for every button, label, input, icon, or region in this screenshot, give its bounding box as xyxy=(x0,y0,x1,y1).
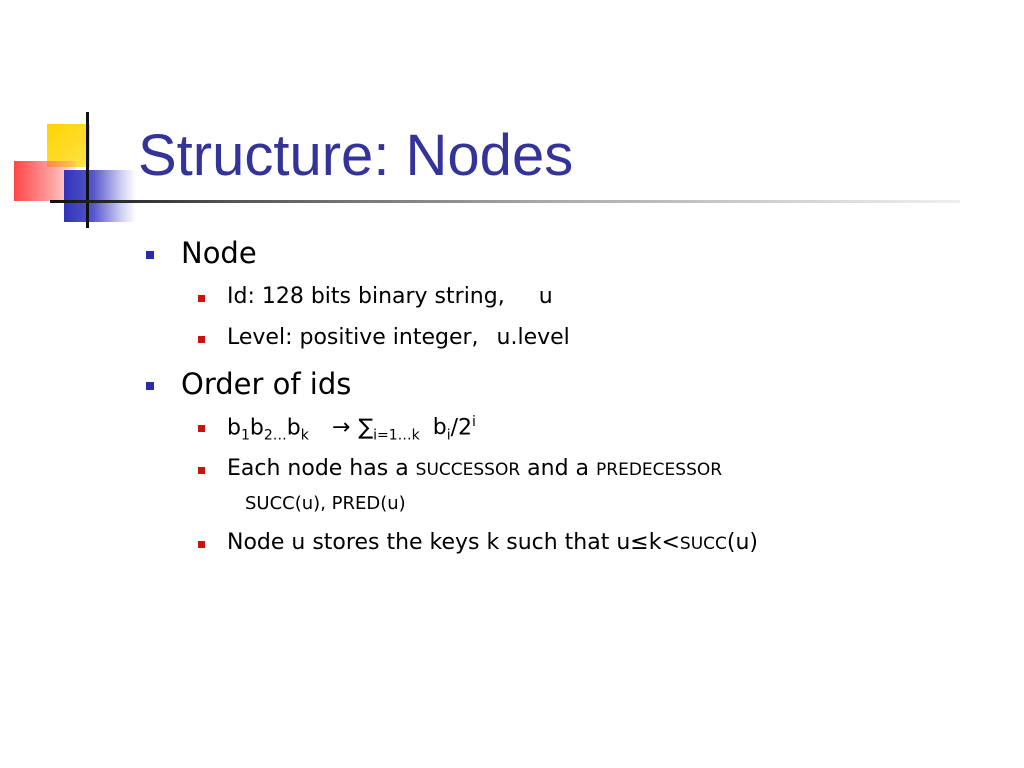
level-variable: u.level xyxy=(496,325,570,350)
yellow-square xyxy=(47,124,90,167)
bullet-keys: Node u stores the keys k such that u≤k<s… xyxy=(198,530,758,555)
keys-text: Node u stores the keys k such that u≤k<s… xyxy=(227,530,758,555)
slide-title: Structure: Nodes xyxy=(138,123,574,188)
title-underline-wrap xyxy=(0,0,1024,240)
bullet-square-icon xyxy=(198,425,205,432)
blue-square xyxy=(64,170,136,222)
bullet-square-icon xyxy=(198,336,205,343)
bullet-successor: Each node has a successor and a predeces… xyxy=(198,456,723,481)
bullet-text: Id: 128 bits binary string, xyxy=(227,284,505,309)
succ-pred-note: SUCC(u), PRED(u) xyxy=(245,493,406,514)
bullet-formula: b1b2…bk →∑i=1…k bi/2i xyxy=(198,414,476,444)
bullet-id: Id: 128 bits binary string, u xyxy=(198,284,553,309)
id-variable: u xyxy=(538,284,553,309)
bullet-square-icon xyxy=(146,382,154,390)
bullet-square-icon xyxy=(198,541,205,548)
formula: b1b2…bk →∑i=1…k bi/2i xyxy=(227,414,476,444)
title-decoration xyxy=(0,0,160,240)
bullet-square-icon xyxy=(198,295,205,302)
arrow-icon: → xyxy=(331,415,351,441)
title-underline xyxy=(50,200,960,203)
bullet-order: Order of ids xyxy=(146,367,352,401)
bullet-square-icon xyxy=(146,251,154,259)
bullet-text: Level: positive integer, xyxy=(227,325,479,350)
vertical-rule xyxy=(86,112,89,228)
bullet-square-icon xyxy=(198,467,205,474)
bullet-text: Order of ids xyxy=(181,367,352,401)
bullet-level: Level: positive integer, u.level xyxy=(198,325,570,350)
bullet-node: Node xyxy=(146,236,257,270)
bullet-text: Node xyxy=(181,236,257,270)
successor-text: Each node has a successor and a predeces… xyxy=(227,456,723,481)
